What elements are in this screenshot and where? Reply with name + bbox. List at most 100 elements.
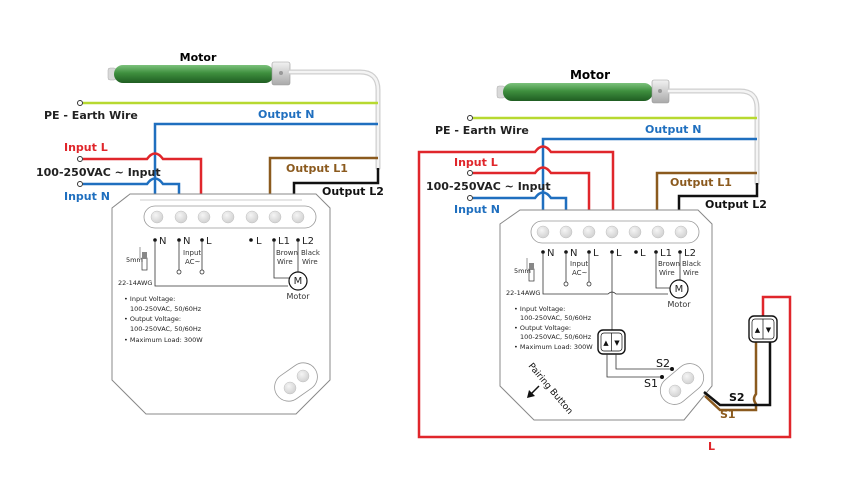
spec-line: 100-250VAC, 50/60Hz [520,333,592,341]
input-l-wire [83,152,203,205]
external-rocker-switch[interactable]: ▲ ▼ [748,315,778,343]
output-l1-label: Output L1 [670,176,732,189]
external-s1-wire [704,338,758,412]
wire-strip-icon [526,258,535,282]
spec-line: 100-250VAC, 50/60Hz [130,325,202,333]
pairing-button-block [274,362,318,402]
s1-terminal-label: S1 [644,377,658,390]
live-loop-label: L [708,440,715,453]
input-voltage-label: 100-250VAC ~ Input [426,180,551,193]
earth-terminal [467,115,473,121]
black-wire-label-line1: Black [682,260,702,268]
s2-terminal-label: S2 [656,357,670,370]
output-l2-label: Output L2 [322,185,384,198]
terminal-n: N [159,236,166,247]
terminal-l-switch: L [616,248,622,259]
output-l1-wire [268,156,378,205]
motor-title: Motor [570,68,610,82]
terminal-l-input: L [593,248,599,259]
wire-gauge-label: 22-14AWG [118,279,152,287]
spec-line: 100-250VAC, 50/60Hz [130,305,202,313]
spec-line: • Input Voltage: [124,295,175,303]
motor-symbol-icon: M [288,271,308,291]
input-n-label: Input N [454,203,500,216]
black-wire-label-line2: Wire [302,258,318,266]
motor-symbol-letter: M [294,276,303,287]
external-live-wire [417,145,792,439]
brown-wire-label-line2: Wire [659,269,675,277]
input-voltage-label: 100-250VAC ~ Input [36,166,161,179]
down-arrow-icon: ▼ [766,326,772,334]
down-arrow-icon: ▼ [614,339,620,347]
terminal-l2: L2 [684,248,696,259]
terminal-screws [150,210,305,224]
motor-label: Motor [667,300,691,309]
pairing-button-block[interactable] [655,358,710,410]
spec-line: • Output Voltage: [124,315,181,323]
input-l-wire [473,166,591,213]
external-s1-label: S1 [720,408,736,421]
brown-wire-label-line1: Brown [276,249,298,257]
terminal-l2: L2 [302,236,314,247]
motor-symbol-letter: M [675,284,684,295]
right-diagram: Motor PE - Earth Wire Output N L Input L… [417,68,792,453]
terminal-l-input: L [206,236,212,247]
internal-rocker-switch[interactable]: ▲ ▼ [597,329,626,355]
left-diagram: Motor PE - Earth Wire Output N Input L 1… [36,51,384,415]
black-wire-label-line2: Wire [683,269,699,277]
terminal-l: L [256,236,262,247]
output-n-wire [541,137,757,213]
output-l1-wire [655,171,757,213]
spec-line: • Maximum Load: 300W [124,336,203,344]
arrow-down-left-icon [527,385,540,398]
output-l1-label: Output L1 [286,162,348,175]
strip-length-label: 5mm [126,256,143,264]
input-ac-label-line2: AC~ [185,258,201,266]
terminal-n: N [547,248,554,259]
wire-gauge-label: 22-14AWG [506,289,540,297]
terminal-n-input: N [570,248,577,259]
up-arrow-icon: ▲ [603,339,609,347]
motor-label: Motor [286,292,310,301]
black-wire-label-line1: Black [301,249,321,257]
motor-title: Motor [180,51,217,64]
input-n-wire [473,191,568,213]
external-s2-label: S2 [729,391,745,404]
spec-line: 100-250VAC, 50/60Hz [520,314,592,322]
output-l2-label: Output L2 [705,198,767,211]
spec-line: • Maximum Load: 300W [514,343,593,351]
terminal-l1: L1 [660,248,672,259]
switch-module-body [111,193,331,415]
tubular-motor-icon [107,61,291,86]
output-l2-wire [677,183,759,213]
output-n-label: Output N [645,123,701,136]
input-ac-label-line1: Input [183,249,201,257]
spec-line: • Input Voltage: [514,305,565,313]
brown-wire-label-line2: Wire [277,258,293,266]
motor-cable [666,88,760,186]
tubular-motor-icon [496,79,670,104]
external-s2-wire [703,338,772,407]
terminal-screws [536,225,688,239]
earth-label: PE - Earth Wire [44,109,138,122]
input-ac-label-line1: Input [570,260,588,268]
input-ac-label-line2: AC~ [572,269,588,277]
up-arrow-icon: ▲ [755,326,761,334]
motor-symbol-icon: M [669,279,689,299]
spec-line: • Output Voltage: [514,324,571,332]
earth-terminal [77,100,83,106]
terminal-l1: L1 [278,236,290,247]
strip-length-label: 5mm [514,267,531,275]
wire-strip-icon [139,247,148,271]
input-l-label: Input L [454,156,498,169]
earth-label: PE - Earth Wire [435,124,529,137]
switch-module-body [499,209,713,421]
input-n-label: Input N [64,190,110,203]
output-n-label: Output N [258,108,314,121]
input-l-label: Input L [64,141,108,154]
brown-wire-label-line1: Brown [658,260,680,268]
terminal-n-input: N [183,236,190,247]
input-n-wire [83,177,181,205]
terminal-l: L [640,248,646,259]
